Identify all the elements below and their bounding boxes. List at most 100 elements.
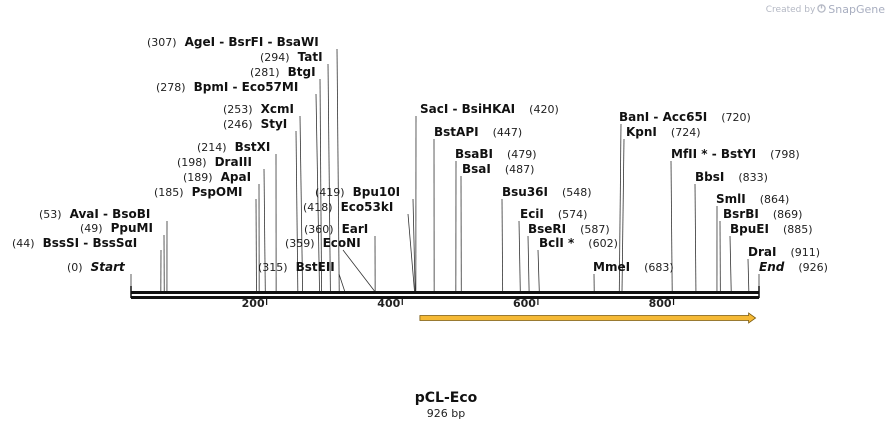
site-enzyme-names: BtgI xyxy=(288,65,316,79)
site-position: (253) xyxy=(223,103,253,116)
site-leader-line xyxy=(518,220,521,292)
site-label[interactable]: (198)DraIII xyxy=(177,155,252,169)
site-leader-line xyxy=(319,78,322,292)
site-label[interactable]: (214)BstXI xyxy=(197,140,270,154)
site-label[interactable]: BseRI(587) xyxy=(528,222,610,236)
site-label[interactable]: BbsI(833) xyxy=(695,170,768,184)
site-label[interactable]: BstAPI(447) xyxy=(434,125,522,139)
site-position: (602) xyxy=(588,237,618,250)
site-label[interactable]: (307)AgeI - BsrFI - BsaWI xyxy=(147,35,319,49)
site-label[interactable]: (359)EcoNI xyxy=(285,236,361,250)
site-label[interactable]: (281)BtgI xyxy=(250,65,316,79)
ruler-tick-label: 200 xyxy=(242,297,265,310)
site-label[interactable]: SmlI(864) xyxy=(716,192,789,206)
site-label[interactable]: BanI - Acc65I(720) xyxy=(619,110,751,124)
site-position: (419) xyxy=(315,186,345,199)
site-label[interactable]: EciI(574) xyxy=(520,207,587,221)
site-label[interactable]: BsaBI(479) xyxy=(455,147,537,161)
site-label[interactable]: (253) XcmI xyxy=(223,102,294,116)
site-label[interactable]: End (926) xyxy=(759,260,828,274)
site-enzyme-names: PspOMI xyxy=(192,185,243,199)
site-enzyme-names: MmeI xyxy=(593,260,630,274)
site-enzyme-names: EarI xyxy=(342,222,369,236)
site-label[interactable]: BsaI(487) xyxy=(462,162,534,176)
site-label[interactable]: (315)BstEII xyxy=(258,260,335,274)
site-position: (548) xyxy=(562,186,592,199)
site-leader-line xyxy=(670,160,673,292)
site-leader-line xyxy=(336,48,340,292)
plasmid-name: pCL-Eco xyxy=(414,390,478,406)
snapgene-logo-icon xyxy=(817,3,827,16)
site-position: (214) xyxy=(197,141,227,154)
site-enzyme-names: End xyxy=(759,260,785,274)
site-label[interactable]: (0)Start xyxy=(67,260,126,274)
site-leader-line xyxy=(407,213,415,292)
site-position: (479) xyxy=(507,148,537,161)
bp-ruler: 200 400 600 800 xyxy=(242,297,675,310)
site-leader-line xyxy=(501,198,504,292)
site-position: (53) xyxy=(39,208,62,221)
site-label[interactable]: (185)PspOMI xyxy=(154,185,243,199)
watermark-brand: SnapGene xyxy=(828,3,885,16)
site-position: (447) xyxy=(493,126,523,139)
site-label[interactable]: DraI (911) xyxy=(748,245,820,259)
site-label[interactable]: BpuEI(885) xyxy=(730,222,813,236)
site-enzyme-names: AvaI - BsoBI xyxy=(70,207,151,221)
site-enzyme-names: BsaI xyxy=(462,162,491,176)
site-label[interactable]: (44)BssSI - BssSαI xyxy=(12,236,137,250)
site-position: (0) xyxy=(67,261,83,274)
site-position: (798) xyxy=(770,148,800,161)
site-enzyme-names: DraI xyxy=(748,245,776,259)
site-label[interactable]: SacI - BsiHKAI(420) xyxy=(420,102,559,116)
site-leader-line xyxy=(747,258,750,292)
site-enzyme-names: BanI - Acc65I xyxy=(619,110,707,124)
site-label[interactable]: BclI *(602) xyxy=(539,236,618,250)
site-leader-line xyxy=(621,138,625,292)
site-enzyme-names: EcoNI xyxy=(323,236,361,250)
site-position: (587) xyxy=(580,223,610,236)
site-label[interactable]: (418)Eco53kI xyxy=(303,200,393,214)
site-label[interactable]: (189)ApaI xyxy=(183,170,251,184)
site-label[interactable]: BsrBI (869) xyxy=(723,207,802,221)
map-title-block: pCL-Eco 926 bp xyxy=(346,390,546,420)
site-position: (885) xyxy=(783,223,813,236)
site-label[interactable]: (419)Bpu10I xyxy=(315,185,400,199)
ruler-tick-label: 400 xyxy=(377,297,400,310)
site-position: (864) xyxy=(760,193,790,206)
site-label[interactable]: (53) AvaI - BsoBI xyxy=(39,207,150,221)
site-label[interactable]: (49)PpuMI xyxy=(80,221,153,235)
site-leader-line xyxy=(338,273,346,292)
feature-arrow-shape[interactable] xyxy=(419,312,757,324)
site-enzyme-names: Eco53kI xyxy=(341,200,394,214)
site-leader-lines xyxy=(130,48,760,292)
site-position: (294) xyxy=(260,51,290,64)
site-label[interactable]: MmeI(683) xyxy=(593,260,674,274)
site-enzyme-names: MfII * - BstYI xyxy=(671,147,756,161)
site-label[interactable]: KpnI(724) xyxy=(626,125,701,139)
site-enzyme-names: SacI - BsiHKAI xyxy=(420,102,515,116)
site-position: (246) xyxy=(223,118,253,131)
site-label[interactable]: Bsu36I(548) xyxy=(502,185,592,199)
site-label[interactable]: (278)BpmI - Eco57MI xyxy=(156,80,298,94)
site-position: (869) xyxy=(773,208,803,221)
site-label[interactable]: (360) EarI xyxy=(304,222,368,236)
site-enzyme-names: XcmI xyxy=(261,102,294,116)
site-position: (926) xyxy=(798,261,828,274)
site-position: (360) xyxy=(304,223,334,236)
site-label[interactable]: (246)StyI xyxy=(223,117,287,131)
ruler-tick-label: 600 xyxy=(513,297,536,310)
feature-arrow[interactable] xyxy=(419,312,757,324)
site-position: (911) xyxy=(790,246,820,259)
plasmid-length: 926 bp xyxy=(426,407,466,420)
site-enzyme-names: BsrBI xyxy=(723,207,759,221)
site-enzyme-names: KpnI xyxy=(626,125,657,139)
site-position: (833) xyxy=(738,171,768,184)
site-label[interactable]: (294)TatI xyxy=(260,50,323,64)
site-enzyme-names: BssSI - BssSαI xyxy=(43,236,138,250)
site-label[interactable]: MfII * - BstYI (798) xyxy=(671,147,800,161)
site-enzyme-names: BpmI - Eco57MI xyxy=(194,80,299,94)
site-position: (189) xyxy=(183,171,213,184)
site-position: (307) xyxy=(147,36,177,49)
ruler-tick-label: 800 xyxy=(649,297,672,310)
